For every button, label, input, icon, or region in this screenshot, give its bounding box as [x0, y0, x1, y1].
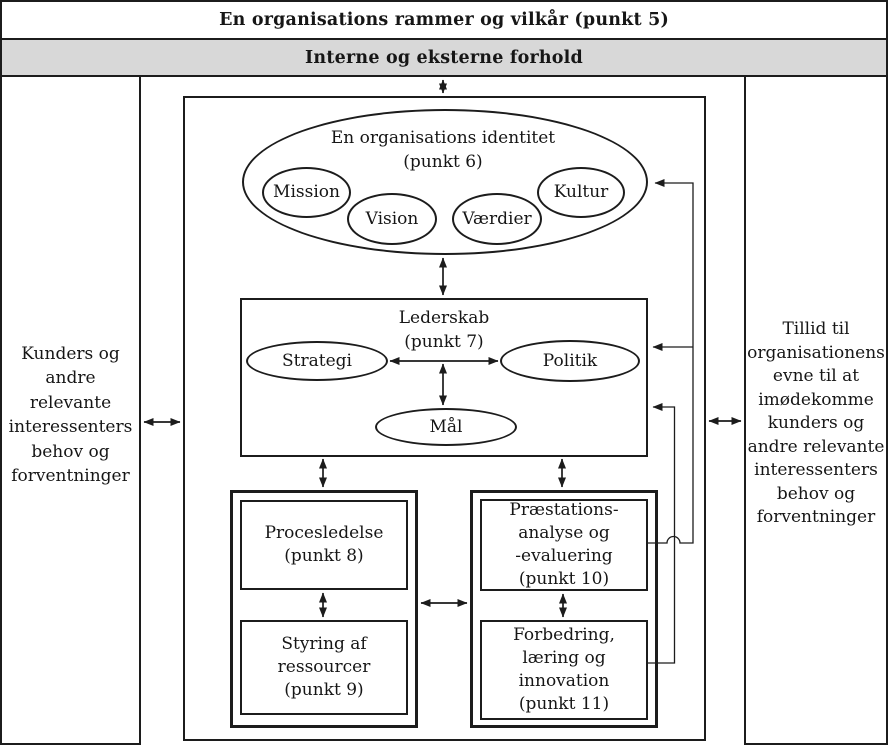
improvement-label: Forbedring, læring og innovation (punkt …	[513, 625, 615, 714]
context-band: Interne og eksterne forhold	[0, 38, 888, 77]
improvement-box-label-wrap: Forbedring, læring og innovation (punkt …	[480, 620, 648, 720]
left-panel: Kunders og andre relevante interessenter…	[0, 75, 141, 745]
identity-subtitle: (punkt 6)	[403, 152, 483, 172]
vision-label: Vision	[365, 208, 419, 229]
context-band-label: Interne og eksterne forhold	[305, 47, 583, 68]
performance-analysis-label: Præstations- analyse og -evaluering (pun…	[509, 500, 619, 589]
strategy-label: Strategi	[282, 350, 352, 371]
goals-label: Mål	[429, 416, 463, 437]
leadership-title: Lederskab	[398, 308, 490, 328]
goals-ellipse: Mål	[375, 408, 517, 446]
values-label: Værdier	[462, 208, 532, 229]
right-panel: Tillid til organisationens evne til at i…	[744, 75, 888, 745]
identity-title: En organisations identitet	[330, 128, 556, 148]
process-management-box: Procesledelse (punkt 8)	[240, 500, 408, 590]
values-ellipse: Værdier	[452, 193, 542, 245]
mission-ellipse: Mission	[262, 167, 351, 218]
policy-label: Politik	[542, 350, 598, 371]
right-panel-text: Tillid til organisationens evne til at i…	[747, 319, 885, 528]
performance-analysis-box: Præstations- analyse og -evaluering (pun…	[480, 499, 648, 591]
process-management-label: Procesledelse (punkt 8)	[264, 523, 384, 566]
title-bar: En organisations rammer og vilkår (punkt…	[0, 0, 888, 40]
mission-label: Mission	[273, 182, 340, 202]
resource-management-label: Styring af ressourcer (punkt 9)	[277, 634, 371, 700]
strategy-ellipse: Strategi	[246, 341, 388, 381]
leadership-subtitle: (punkt 7)	[404, 332, 484, 352]
vision-ellipse: Vision	[347, 193, 437, 245]
identity-label: En organisations identitet (punkt 6)	[270, 126, 616, 174]
policy-ellipse: Politik	[500, 340, 640, 382]
leadership-label: Lederskab (punkt 7)	[340, 306, 548, 354]
resource-management-box: Styring af ressourcer (punkt 9)	[240, 620, 408, 715]
culture-label: Kultur	[553, 182, 609, 202]
diagram-title: En organisations rammer og vilkår (punkt…	[219, 10, 669, 30]
culture-ellipse: Kultur	[537, 167, 625, 218]
left-panel-text: Kunders og andre relevante interessenter…	[8, 343, 133, 487]
